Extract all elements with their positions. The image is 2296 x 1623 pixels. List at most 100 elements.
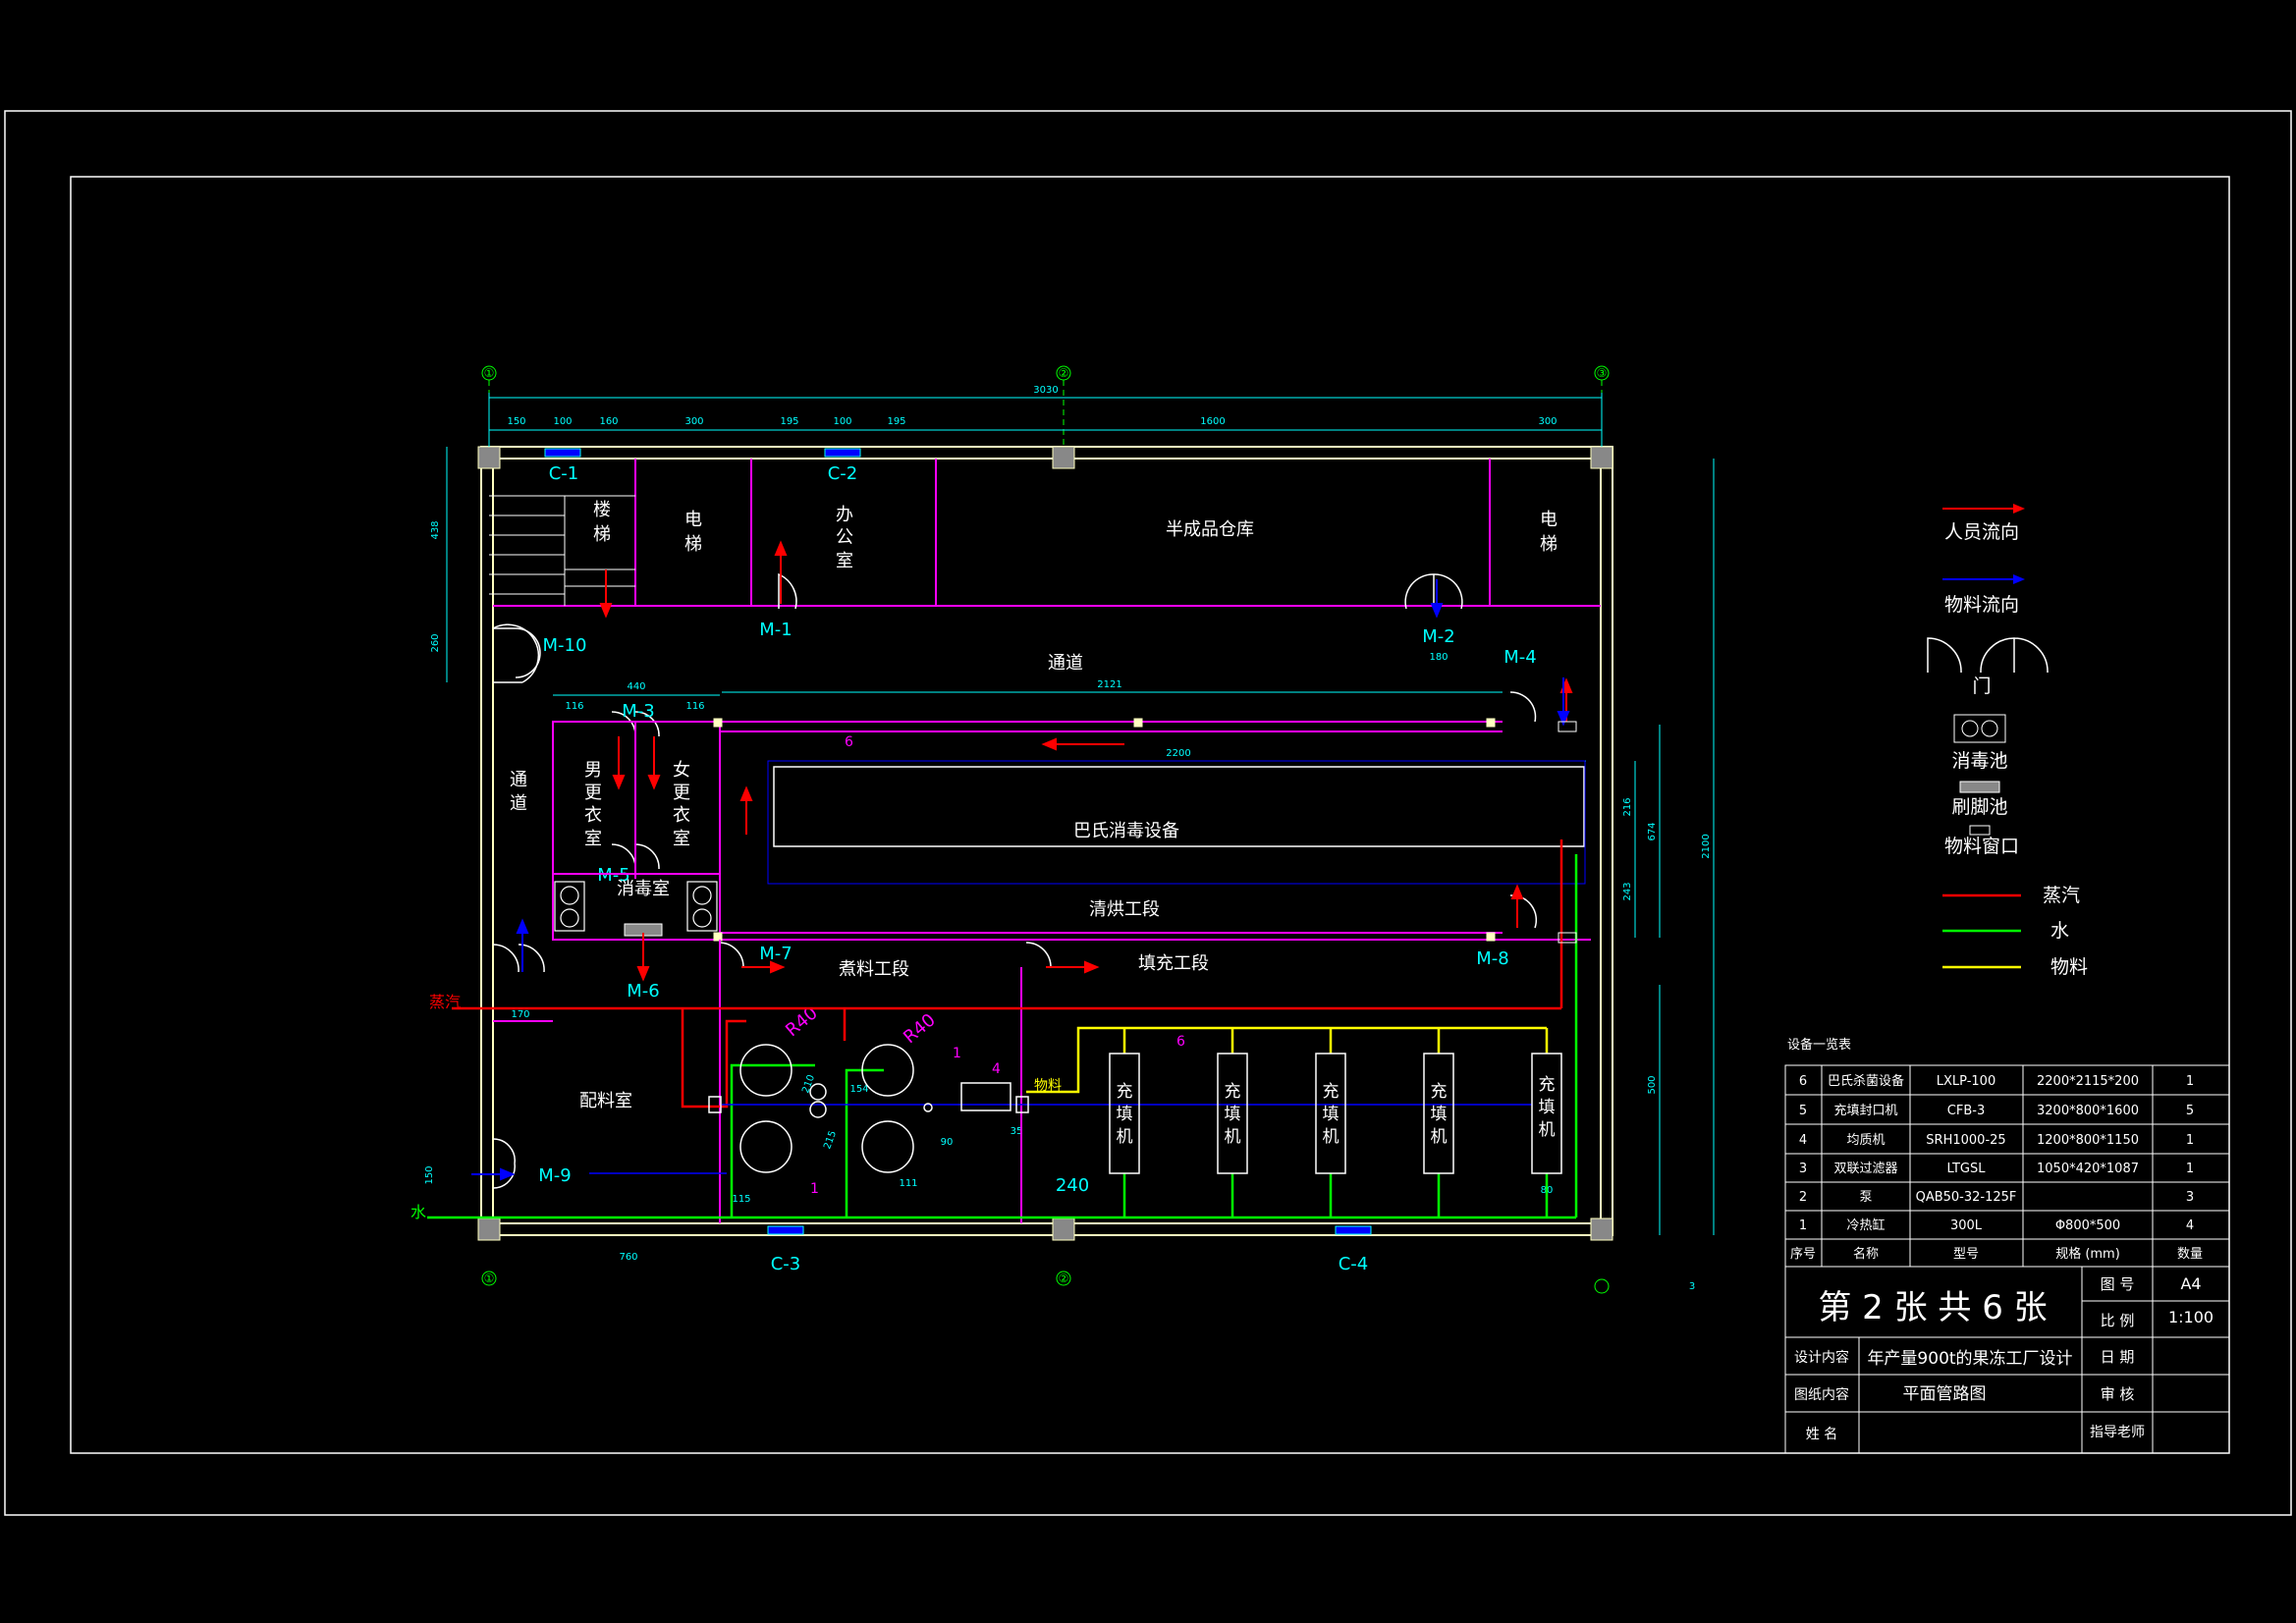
- table-cell: 3200*800*1600: [2037, 1104, 2139, 1118]
- building-walls: [480, 446, 1613, 1236]
- grid-markers: ① ② ③ ① ②: [481, 365, 1610, 1294]
- legend-material-flow: 物料流向: [1944, 594, 2019, 616]
- title-date-label: 日 期: [2101, 1348, 2135, 1366]
- filler-3-char-1: 充: [1323, 1082, 1339, 1102]
- material-windows: [1558, 721, 1577, 944]
- table-cell: 巴氏杀菌设备: [1828, 1073, 1904, 1089]
- filler-4: 充 填 机: [1431, 1082, 1448, 1147]
- grid-marker-3: ③: [1597, 366, 1608, 380]
- table-cell: Φ800*500: [2055, 1218, 2120, 1233]
- room-pasteurizer: 巴氏消毒设备: [1073, 821, 1179, 841]
- dim-r40b: R40: [900, 1009, 940, 1048]
- dim-top-7: 195: [887, 416, 905, 427]
- filler-2: 充 填 机: [1225, 1082, 1241, 1147]
- title-content: 平面管路图: [1903, 1384, 1987, 1404]
- dim-left-260: 260: [430, 633, 441, 652]
- legend-door: 门: [1972, 676, 1991, 697]
- dim-2100: 2100: [1701, 834, 1712, 858]
- legend-door-icon: [1927, 637, 2049, 674]
- window-c3: C-3: [771, 1254, 801, 1274]
- locker-rooms: [552, 721, 1591, 941]
- door-m10: M-10: [543, 635, 587, 656]
- dim-left-438: 438: [430, 520, 441, 539]
- pipe-label-material: 物料: [1034, 1078, 1062, 1094]
- pipe-label-water: 水: [410, 1203, 426, 1221]
- title-drawing-no: A4: [2180, 1274, 2201, 1293]
- men-locker-2: 更: [584, 783, 602, 803]
- grid-marker-1-bottom: ①: [484, 1271, 495, 1285]
- table-cell: 5: [2186, 1104, 2194, 1118]
- kettles: [708, 1044, 1029, 1173]
- window-c1: C-1: [549, 463, 579, 484]
- table-cell: SRH1000-25: [1926, 1133, 2005, 1148]
- callout-1b: 1: [810, 1181, 819, 1197]
- title-design: 年产量900t的果冻工厂设计: [1867, 1349, 2072, 1369]
- men-locker-3: 衣: [584, 805, 602, 826]
- filler-1-char-1: 充: [1117, 1082, 1133, 1102]
- men-locker-4: 室: [584, 829, 602, 849]
- dim-top-5: 195: [780, 416, 798, 427]
- table-cell: 均质机: [1846, 1133, 1885, 1148]
- filler-2-char-2: 填: [1225, 1105, 1241, 1124]
- legend: 人员流向 物料流向 门 消毒池 刷脚池 物料窗口 蒸汽 水 物料: [1927, 504, 2088, 978]
- legend-material-window: 物料窗口: [1944, 836, 2019, 857]
- filler-3: 充 填 机: [1323, 1082, 1339, 1147]
- dim-154: 154: [849, 1084, 868, 1095]
- title-sheet: 第 2 张 共 6 张: [1818, 1288, 2047, 1327]
- table-cell: LXLP-100: [1937, 1074, 1995, 1089]
- equipment-table-title: 设备一览表: [1787, 1037, 1851, 1053]
- table-cell: 1: [2186, 1133, 2194, 1148]
- filler-4-char-1: 充: [1431, 1082, 1448, 1102]
- equipment-table-rows: 6 巴氏杀菌设备 LXLP-100 2200*2115*200 1 5 充填封口…: [1790, 1073, 2203, 1262]
- dim-overall-width: 3030: [1033, 385, 1058, 396]
- table-cell: 1: [2186, 1074, 2194, 1089]
- door-m6: M-6: [627, 981, 659, 1001]
- material-flow-lines: [589, 1104, 1532, 1174]
- table-header-cell: 规格 (mm): [2055, 1246, 2120, 1262]
- windows: [544, 448, 1372, 1235]
- dim-116b: 116: [685, 701, 704, 712]
- dim-760: 760: [619, 1252, 637, 1263]
- legend-foot-pool-icon: [1959, 781, 2000, 793]
- table-cell: 冷热缸: [1846, 1217, 1885, 1233]
- dim-2121: 2121: [1097, 679, 1121, 690]
- dim-top-1: 150: [507, 416, 525, 427]
- dim-90: 90: [941, 1137, 954, 1148]
- filler-1-char-2: 填: [1117, 1105, 1133, 1124]
- title-scale-label: 比 例: [2101, 1312, 2135, 1329]
- sheet-tag: 3: [1689, 1281, 1695, 1292]
- dim-top-8: 1600: [1200, 416, 1225, 427]
- room-disinfection: 消毒室: [617, 879, 670, 899]
- door-m8: M-8: [1476, 948, 1508, 969]
- outer-frame: [4, 110, 2292, 1516]
- table-cell: 3: [2186, 1190, 2194, 1205]
- table-cell: 1050*420*1087: [2037, 1162, 2139, 1176]
- dim-216: 216: [1622, 797, 1633, 816]
- table-cell: LTGSL: [1947, 1162, 1987, 1176]
- room-elevator-right-1: 电: [1540, 510, 1558, 530]
- table-cell: 双联过滤器: [1833, 1162, 1897, 1176]
- filler-1: 充 填 机: [1117, 1082, 1133, 1147]
- grid-marker-1: ①: [484, 366, 495, 380]
- room-corridor-left-2: 道: [510, 793, 527, 814]
- filler-2-char-1: 充: [1225, 1082, 1241, 1102]
- columns: [477, 446, 1613, 1241]
- table-cell: 3: [1799, 1162, 1807, 1176]
- dim-top-3: 160: [599, 416, 618, 427]
- top-dimensions: [488, 393, 1603, 447]
- door-m7: M-7: [759, 944, 792, 964]
- legend-disinfect-pool: 消毒池: [1951, 750, 2007, 772]
- dim-215: 215: [822, 1129, 839, 1151]
- inner-dims: [553, 691, 1586, 762]
- filler-1-char-3: 机: [1117, 1127, 1133, 1147]
- legend-personnel: 人员流向: [1944, 521, 2019, 543]
- room-elevator-left-1: 电: [684, 510, 702, 530]
- dim-170: 170: [511, 1009, 529, 1020]
- title-block: [1784, 1266, 2230, 1454]
- pipe-label-steam: 蒸汽: [429, 993, 461, 1011]
- men-locker-1: 男: [584, 760, 602, 781]
- table-header-cell: 名称: [1853, 1246, 1879, 1262]
- personnel-flow-arrows: [599, 540, 1573, 982]
- pasteurizer-equipment: [773, 766, 1585, 847]
